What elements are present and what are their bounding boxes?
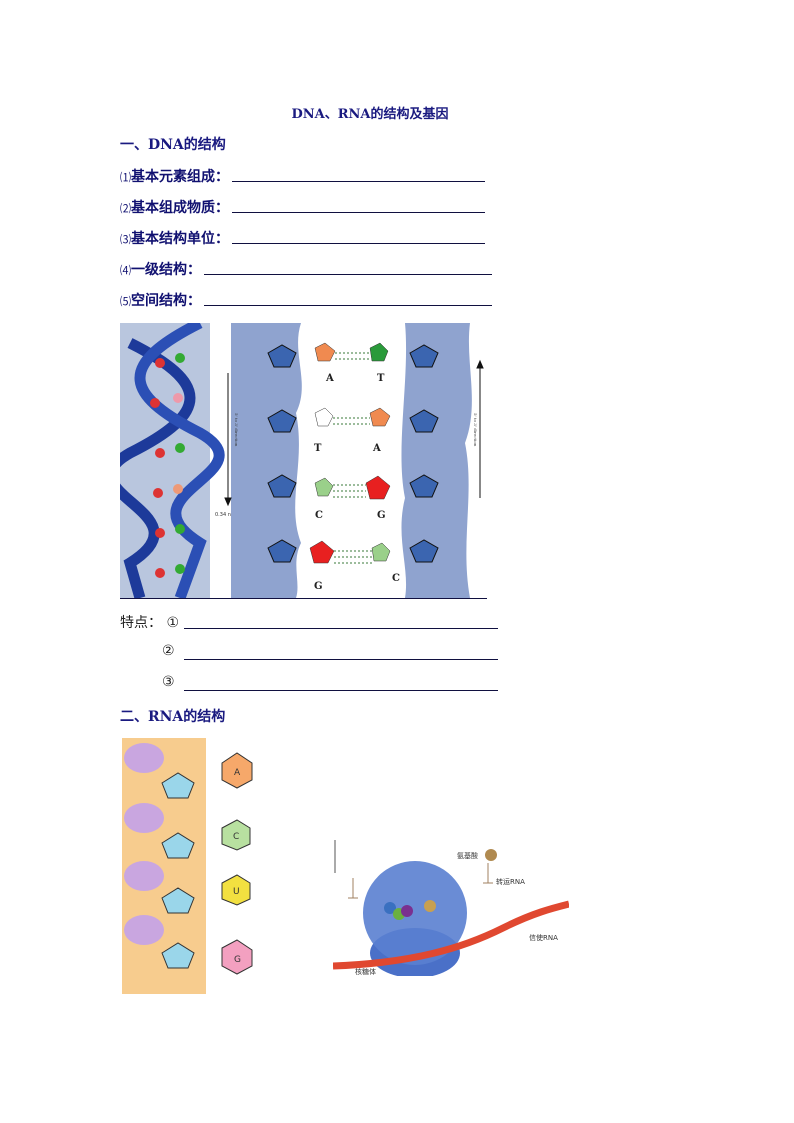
sugar-rings	[267, 344, 439, 563]
features-label-text: 特点：	[120, 615, 162, 631]
feature-number: ①	[166, 615, 180, 631]
direction-arrows	[224, 359, 484, 507]
item-elements: ⑴基本元素组成：	[120, 166, 229, 186]
answer-blank[interactable]	[232, 181, 485, 182]
amino-acid	[384, 902, 396, 914]
direction-label: 5' to 3' direction	[234, 413, 239, 447]
base-label: C	[233, 832, 239, 842]
label-ribosome: 核糖体	[355, 967, 376, 976]
item-label: 基本结构单位：	[131, 231, 229, 247]
amino-acid	[424, 900, 436, 912]
base-label: A	[234, 768, 241, 778]
answer-blank[interactable]	[184, 690, 498, 691]
figure-divider	[120, 598, 487, 599]
double-helix	[120, 323, 225, 599]
phosphate-groups	[124, 743, 164, 945]
base-label: C	[315, 510, 323, 521]
feature-number: ②	[162, 643, 175, 659]
item-primary-structure: ⑷一级结构：	[120, 259, 201, 279]
item-number: ⑴	[120, 171, 131, 184]
rna-base-labels: A C U G	[233, 768, 241, 965]
item-number: ⑷	[120, 264, 131, 277]
feature-number: ③	[162, 674, 175, 690]
item-label: 空间结构：	[131, 293, 201, 309]
base-pairs	[150, 353, 185, 578]
label-amino-acid: 氨基酸	[457, 851, 478, 860]
base-label: C	[392, 573, 400, 584]
hydrogen-bonds	[333, 352, 372, 564]
item-spatial-structure: ⑸空间结构：	[120, 290, 201, 310]
base-rings	[221, 752, 253, 975]
base-label: G	[377, 510, 386, 521]
item-label: 基本元素组成：	[131, 169, 229, 185]
rna-structure-figure: A C U G	[122, 738, 253, 994]
answer-blank[interactable]	[184, 628, 498, 629]
item-number: ⑶	[120, 233, 131, 246]
dna-structure-figure: 0.34 nm A T T A C G G C 5' to 3' directi…	[120, 323, 484, 599]
item-number: ⑸	[120, 295, 131, 308]
direction-label: 5' to 3' direction	[473, 413, 478, 447]
base-label: G	[234, 955, 241, 965]
base-label: T	[314, 443, 322, 454]
translation-figure: 氨基酸 转运RNA 信使RNA 核糖体	[333, 840, 569, 976]
item-label: 一级结构：	[131, 262, 201, 278]
mrna-strand	[333, 900, 569, 970]
item-substances: ⑵基本组成物质：	[120, 197, 229, 217]
label-mrna: 信使RNA	[529, 933, 558, 942]
amino-acid	[485, 849, 497, 861]
trna	[483, 863, 493, 884]
ribosome-labels: 氨基酸 转运RNA 信使RNA 核糖体	[355, 851, 558, 976]
base-label: T	[377, 373, 385, 384]
item-label: 基本组成物质：	[131, 200, 229, 216]
amino-acid	[401, 905, 413, 917]
answer-blank[interactable]	[204, 274, 492, 275]
base-labels: A T T A C G G C	[314, 373, 400, 592]
label-trna: 转运RNA	[496, 877, 525, 886]
base-label: G	[314, 581, 323, 592]
answer-blank[interactable]	[232, 243, 485, 244]
section-heading-rna: 二、RNA的结构	[120, 709, 226, 725]
left-backbone	[231, 323, 302, 598]
base-label: A	[325, 373, 334, 384]
ribose-rings	[161, 772, 195, 969]
features-label: 特点： ①	[120, 612, 179, 632]
trna	[348, 878, 358, 899]
page-title: DNA、RNA的结构及基因	[291, 107, 449, 122]
base-label: U	[233, 887, 240, 897]
section-heading-dna: 一、DNA的结构	[120, 137, 226, 153]
right-backbone	[401, 323, 472, 598]
nucleotide-bases	[309, 342, 391, 564]
ribosome-large-subunit	[363, 861, 467, 965]
answer-blank[interactable]	[232, 212, 485, 213]
helix-pitch-label: 0.34 nm	[215, 512, 236, 518]
item-number: ⑵	[120, 202, 131, 215]
item-unit: ⑶基本结构单位：	[120, 228, 229, 248]
answer-blank[interactable]	[204, 305, 492, 306]
base-label: A	[372, 443, 381, 454]
answer-blank[interactable]	[184, 659, 498, 660]
